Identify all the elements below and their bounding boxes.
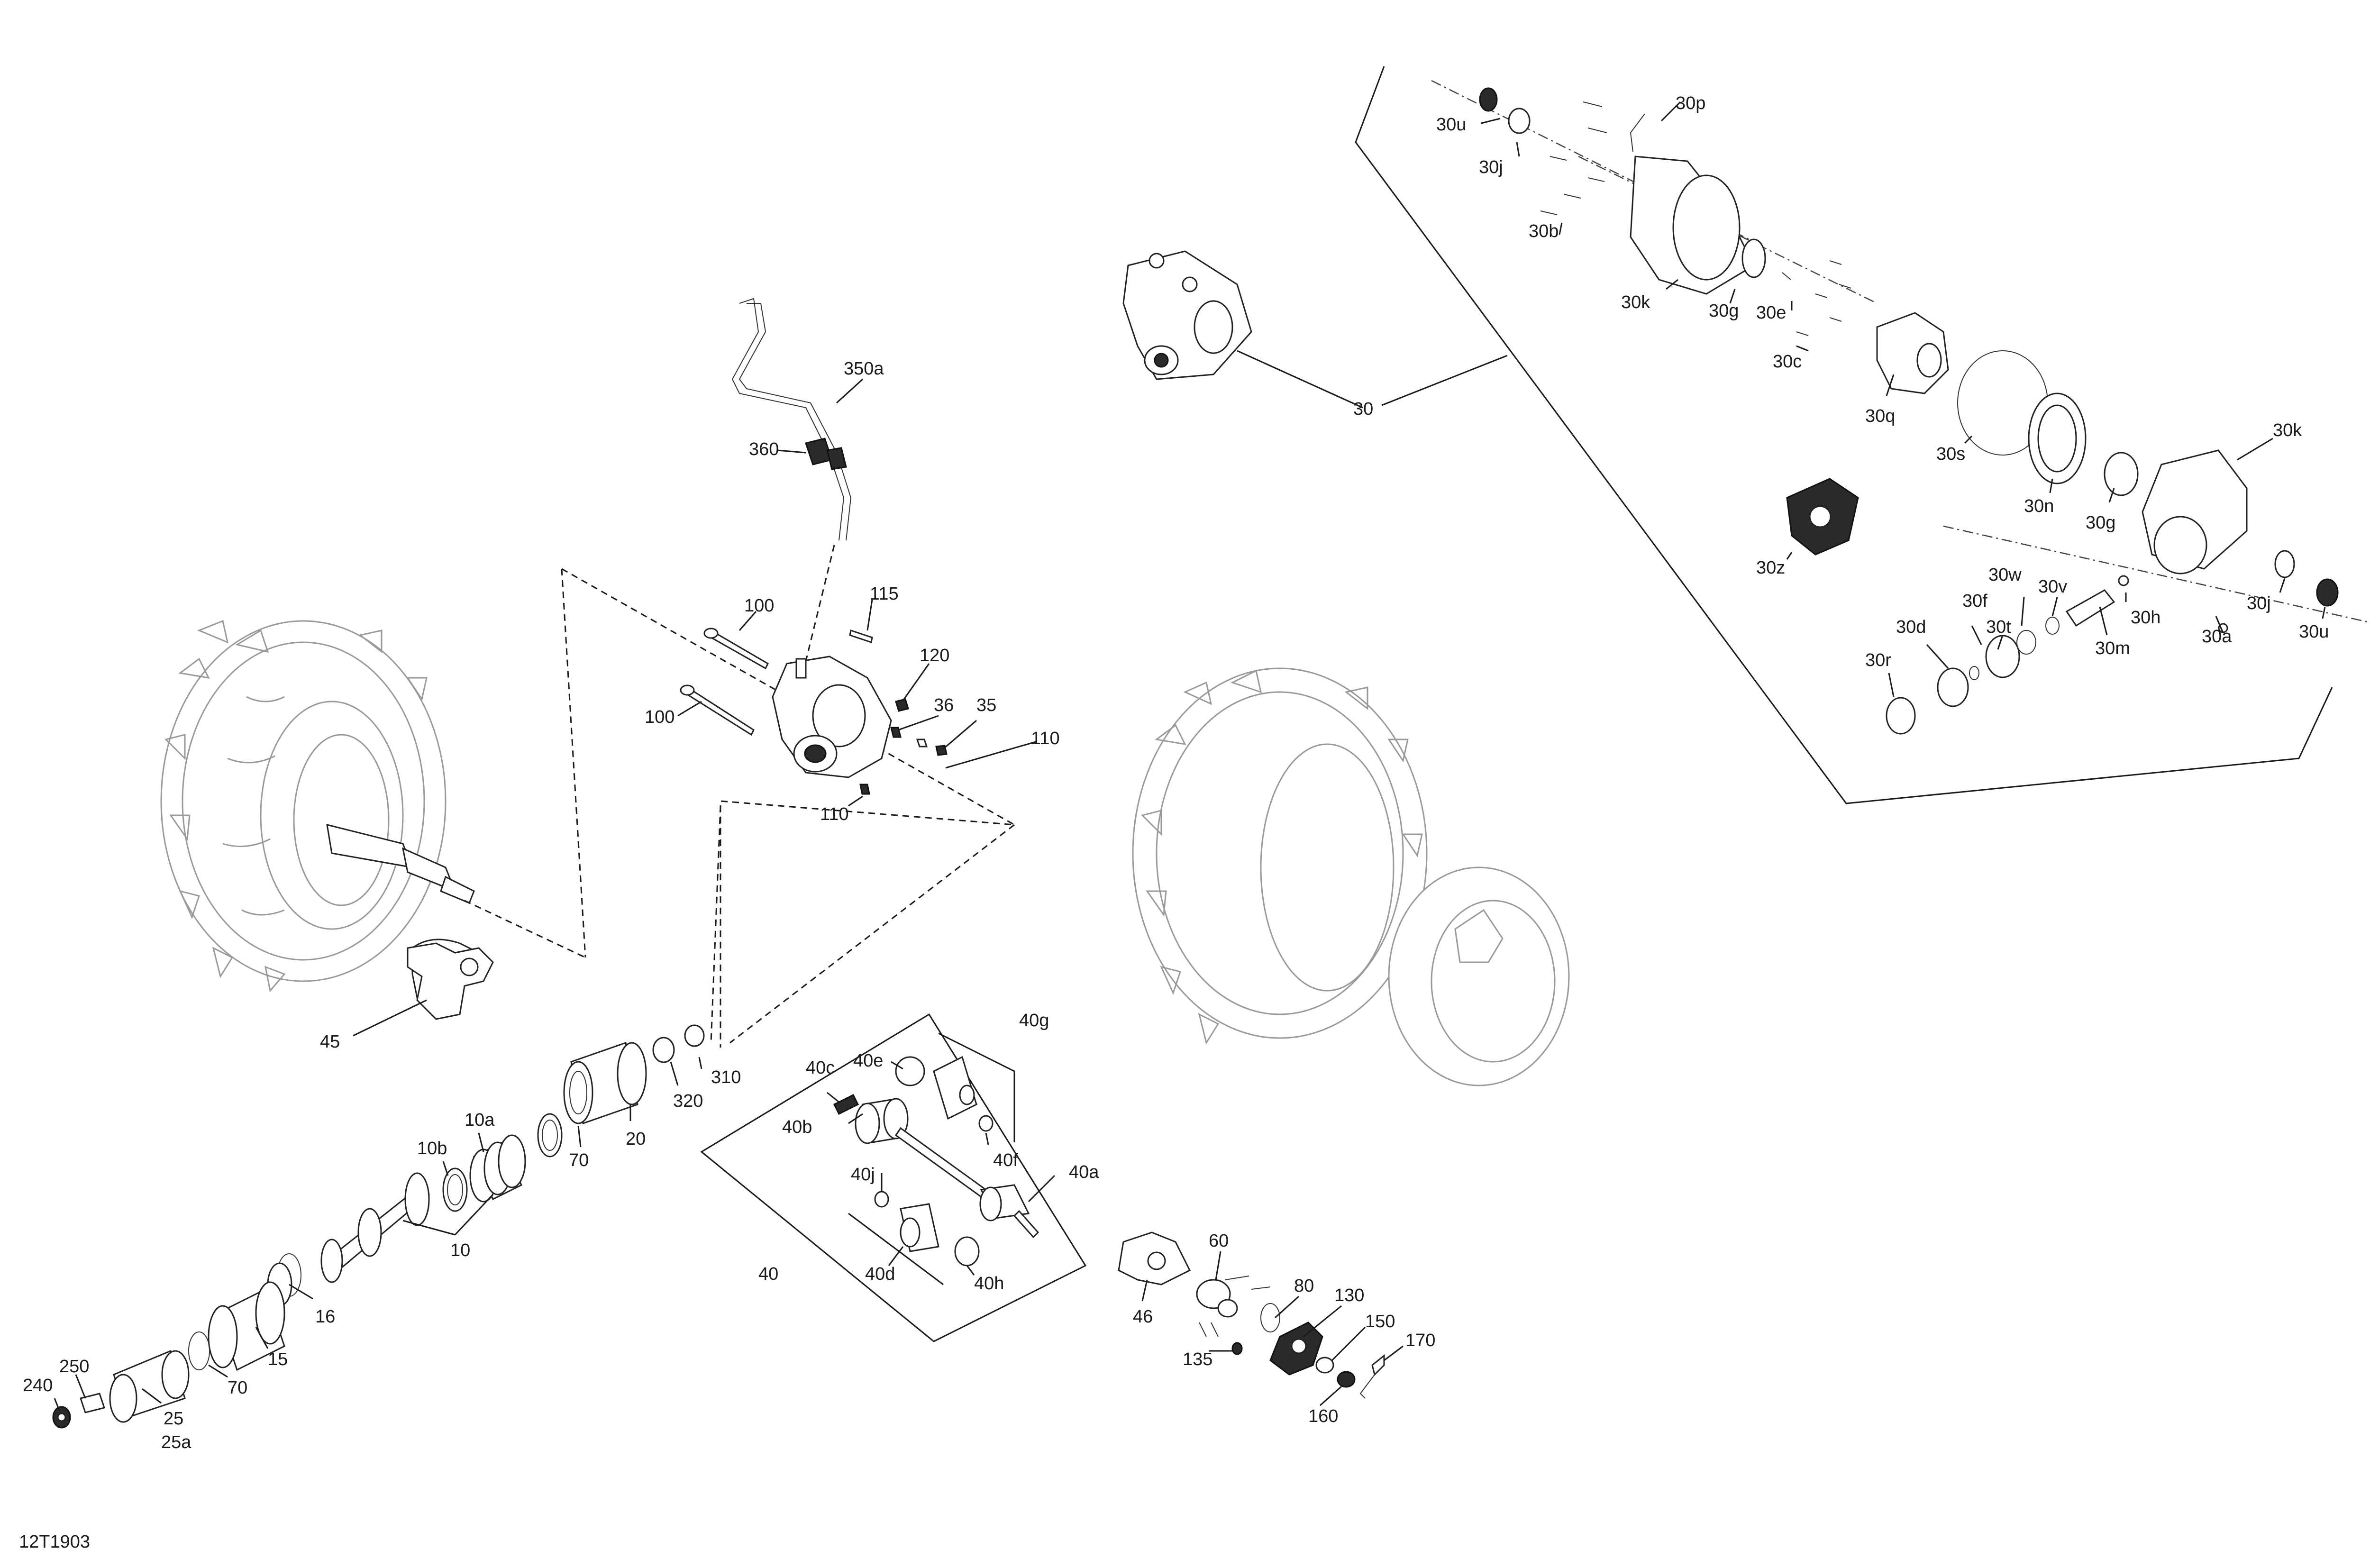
callout-30t: 30t <box>1986 617 2011 637</box>
callout-350a: 350a <box>844 359 884 379</box>
callout-10a: 10a <box>465 1110 495 1130</box>
callout-120: 120 <box>920 646 949 665</box>
callout-30z: 30z <box>1756 558 1785 578</box>
callout-30h: 30h <box>2131 608 2160 628</box>
driveshaft-40 <box>833 1056 1039 1267</box>
callout-240: 240 <box>23 1376 53 1395</box>
callout-36: 36 <box>934 695 954 715</box>
hose-350a <box>731 298 852 541</box>
callout-30k-top: 30k <box>1621 292 1650 312</box>
shaft-stack <box>52 1024 705 1429</box>
callout-40e: 40e <box>853 1051 883 1071</box>
differential-assembly-small <box>1122 250 1252 380</box>
callout-30f: 30f <box>1962 591 1987 611</box>
callout-30w: 30w <box>1988 565 2022 585</box>
callout-30g-top: 30g <box>1709 301 1739 321</box>
callout-40: 40 <box>758 1264 778 1284</box>
callout-100-upper: 100 <box>744 596 774 616</box>
rear-diff-housing <box>772 656 892 778</box>
callout-30k-bot: 30k <box>2273 420 2302 440</box>
callout-160: 160 <box>1308 1406 1338 1426</box>
callout-40c: 40c <box>806 1058 835 1078</box>
callout-30j-bot: 30j <box>2247 593 2271 613</box>
callout-40f: 40f <box>993 1150 1018 1170</box>
hub-group <box>1118 1231 1385 1399</box>
callout-40h: 40h <box>974 1274 1004 1294</box>
callout-70-upper: 70 <box>569 1150 589 1170</box>
callout-170: 170 <box>1405 1331 1435 1350</box>
callout-250: 250 <box>59 1357 89 1377</box>
callout-100-lower: 100 <box>645 707 675 727</box>
callout-30c: 30c <box>1773 352 1802 372</box>
callout-10b: 10b <box>417 1139 447 1158</box>
callout-25: 25 <box>164 1409 183 1429</box>
callout-310: 310 <box>711 1067 741 1087</box>
callout-135: 135 <box>1183 1349 1212 1369</box>
callout-30v: 30v <box>2038 577 2067 597</box>
callout-30q: 30q <box>1865 406 1895 426</box>
callout-30: 30 <box>1353 399 1373 419</box>
callout-110-right: 110 <box>1031 729 1060 748</box>
leader-lines <box>54 101 2326 1411</box>
callout-30u-top: 30u <box>1436 115 1466 135</box>
callout-30s: 30s <box>1936 444 1965 464</box>
callout-45: 45 <box>320 1032 340 1052</box>
clip-360 <box>805 438 847 470</box>
callout-40j: 40j <box>851 1165 875 1185</box>
right-tire-assembly <box>1132 667 1570 1086</box>
callout-30r: 30r <box>1865 650 1891 670</box>
callout-130: 130 <box>1334 1285 1364 1305</box>
callout-35: 35 <box>976 695 996 715</box>
callout-30a: 30a <box>2202 627 2232 647</box>
callout-30m: 30m <box>2095 638 2130 658</box>
callout-60: 60 <box>1209 1231 1229 1251</box>
callout-320: 320 <box>673 1091 703 1111</box>
callout-40g: 40g <box>1019 1011 1049 1030</box>
callout-40b: 40b <box>782 1117 812 1137</box>
left-tire-assembly <box>160 620 480 999</box>
callout-110-lower: 110 <box>820 804 849 824</box>
callout-30j-top: 30j <box>1479 157 1503 177</box>
callout-30u-bot: 30u <box>2299 622 2329 642</box>
callout-30e: 30e <box>1756 303 1786 323</box>
inset-parts-bottom <box>1886 575 2228 735</box>
callout-46: 46 <box>1133 1307 1153 1327</box>
callout-70-lower: 70 <box>228 1378 247 1398</box>
callout-25a: 25a <box>161 1432 191 1452</box>
callout-150: 150 <box>1365 1312 1395 1331</box>
callout-360: 360 <box>749 439 779 459</box>
callout-40a: 40a <box>1069 1162 1099 1182</box>
callout-40d: 40d <box>865 1264 895 1284</box>
callout-80: 80 <box>1294 1276 1314 1296</box>
knuckle-45 <box>407 942 494 1020</box>
drawing-id: 12T1903 <box>19 1532 90 1552</box>
callout-115: 115 <box>870 584 899 604</box>
callout-30b: 30b <box>1529 221 1559 241</box>
callout-20: 20 <box>626 1129 646 1149</box>
callout-30p: 30p <box>1676 93 1705 113</box>
callout-16: 16 <box>315 1307 335 1327</box>
callout-30d: 30d <box>1896 617 1926 637</box>
callout-10: 10 <box>450 1240 470 1260</box>
callout-15: 15 <box>268 1349 288 1369</box>
inset-parts-top <box>1479 87 2339 607</box>
callout-30n: 30n <box>2024 496 2054 516</box>
callout-30g-bot: 30g <box>2086 513 2115 533</box>
callout-labels: 30u 30j 30p 30b 30k 30g 30e 30c 30q 30s … <box>19 93 2329 1552</box>
differential-inset-frame <box>1355 66 2333 804</box>
